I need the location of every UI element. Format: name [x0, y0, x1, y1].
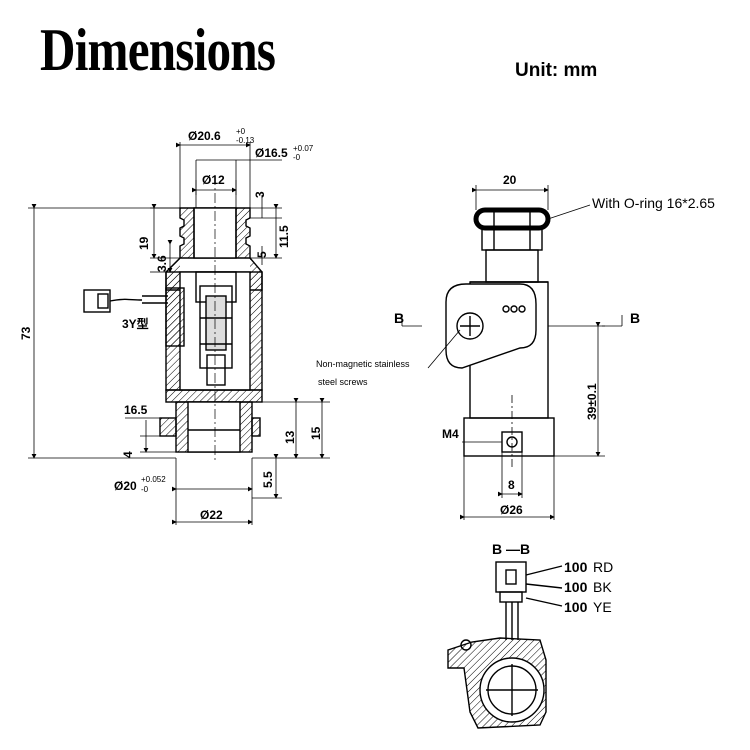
side-view [445, 207, 555, 457]
front-view [83, 175, 263, 460]
dim-od-top: Ø20.6 [188, 129, 221, 143]
dim-3: 3 [253, 191, 267, 198]
dim-20: 20 [503, 173, 517, 187]
screws-label-line2: steel screws [318, 377, 368, 387]
wire-1-color: RD [593, 559, 613, 575]
section-bb-view [447, 561, 563, 729]
wire-1-length: 100 [564, 559, 588, 575]
dim-od-bottom-tol-upper: +0.052 [141, 475, 166, 484]
section-bb-labels: B —B 100 RD 100 BK 100 YE [492, 541, 613, 615]
oring-label: With O-ring 16*2.65 [592, 195, 715, 211]
dim-11-5: 11.5 [277, 225, 291, 248]
dim-5: 5 [255, 251, 269, 258]
dim-bore: Ø12 [202, 173, 225, 187]
dim-8: 8 [508, 478, 515, 492]
side-dimension-lines [401, 185, 623, 520]
section-title: B —B [492, 541, 530, 557]
dim-5-5: 5.5 [261, 471, 275, 488]
dim-od-bottom: Ø20 [114, 479, 137, 493]
connector-label: 3Y型 [122, 316, 149, 331]
dim-od-26: Ø26 [500, 503, 523, 517]
wire-2-length: 100 [564, 579, 588, 595]
front-dimension-labels: Ø20.6 +0 -0.13 Ø16.5 +0.07 -0 Ø12 3 5 11… [19, 127, 323, 522]
dim-od-base: Ø22 [200, 508, 223, 522]
dim-3-6: 3.6 [155, 255, 169, 272]
screws-label-line1: Non-magnetic stainless [316, 359, 410, 369]
dim-73: 73 [19, 326, 33, 340]
dim-16-5: 16.5 [124, 403, 148, 417]
dim-4: 4 [121, 451, 135, 458]
dim-od-neck-tol-lower: -0 [293, 153, 301, 162]
section-mark-left: B [394, 310, 404, 326]
dim-od-neck: Ø16.5 [255, 146, 288, 160]
m4-label: M4 [442, 427, 459, 441]
dim-39: 39±0.1 [585, 383, 599, 420]
front-dimension-lines [28, 142, 330, 525]
wire-3-length: 100 [564, 599, 588, 615]
dim-od-top-tol-upper: +0 [236, 127, 246, 136]
wire-2-color: BK [593, 579, 612, 595]
dim-od-neck-tol-upper: +0.07 [293, 144, 314, 153]
unit-label: Unit: mm [515, 60, 598, 81]
dim-od-bottom-tol-lower: -0 [141, 485, 149, 494]
page-title: Dimensions [40, 17, 276, 83]
dim-15: 15 [309, 426, 323, 440]
side-dimension-labels: 20 With O-ring 16*2.65 B B Non-magnetic … [316, 173, 715, 517]
dim-19: 19 [137, 236, 151, 250]
section-mark-right: B [630, 310, 640, 326]
wire-3-color: YE [593, 599, 612, 615]
dim-od-top-tol-lower: -0.13 [236, 136, 255, 145]
dim-13: 13 [283, 430, 297, 444]
